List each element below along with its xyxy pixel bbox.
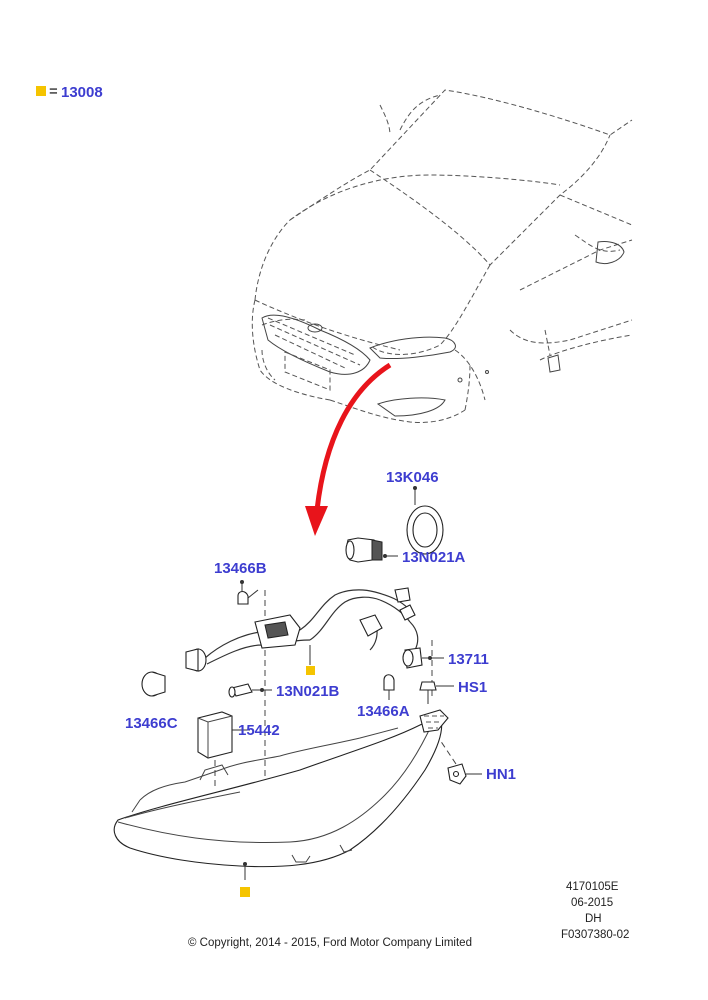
wiring-harness [185, 587, 419, 672]
marker-13008-harness-icon [306, 666, 315, 675]
part-13N021A: 13N021A [345, 537, 466, 566]
part-HN1: HN1 [435, 733, 516, 785]
label-13N021B: 13N021B [276, 683, 340, 700]
drawing-meta: 4170105E 06-2015 DH F0307380-02 © Copyri… [188, 881, 629, 949]
legend: = 13008 [36, 83, 103, 101]
copyright: © Copyright, 2014 - 2015, Ford Motor Com… [188, 937, 472, 949]
arrow-head-icon [305, 506, 328, 536]
headlamp-assembly [113, 709, 449, 880]
label-13466C: 13466C [125, 715, 178, 732]
meta-ref: 4170105E [566, 881, 619, 893]
label-13711: 13711 [448, 651, 489, 668]
part-HS1: HS1 [419, 679, 487, 704]
part-13466B: 13466B [214, 560, 267, 605]
meta-date: 06-2015 [571, 897, 613, 909]
part-13466A: 13466A [357, 674, 410, 720]
legend-code: 13008 [61, 84, 103, 101]
label-HN1: HN1 [486, 766, 516, 783]
meta-code: DH [585, 913, 602, 925]
part-15442: 15442 [197, 711, 280, 790]
legend-marker-icon [36, 86, 46, 96]
meta-figure: F0307380-02 [561, 929, 629, 941]
car-outline [251, 89, 633, 423]
legend-equals: = [49, 83, 58, 100]
part-13466C: 13466C [125, 671, 178, 732]
part-13N021B: 13N021B [228, 683, 340, 700]
label-13466B: 13466B [214, 560, 267, 577]
label-HS1: HS1 [458, 679, 487, 696]
label-13N021A: 13N021A [402, 549, 466, 566]
label-13K046: 13K046 [386, 469, 439, 486]
part-13711: 13711 [402, 647, 489, 669]
location-arrow [305, 362, 392, 536]
part-13K046: 13K046 [386, 469, 444, 555]
label-13466A: 13466A [357, 703, 410, 720]
label-15442: 15442 [238, 722, 280, 739]
marker-13008-headlamp-icon [240, 887, 250, 897]
